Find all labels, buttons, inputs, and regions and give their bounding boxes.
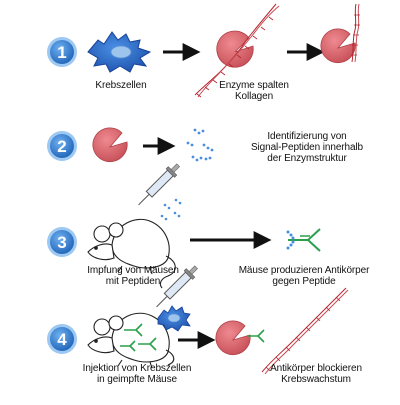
step-number-4: 4 — [57, 330, 67, 349]
caption-cancer-cells: Krebszellen — [95, 80, 147, 91]
peptide-fragments-icon — [186, 128, 214, 162]
cancer-cell-small-icon — [157, 305, 191, 332]
step-number-1: 1 — [57, 43, 66, 62]
enzyme-blocked-icon — [215, 320, 265, 356]
step-number-3: 3 — [57, 233, 66, 252]
antibody-with-peptide-icon — [286, 228, 321, 252]
intact-collagen-icon — [261, 287, 349, 375]
step-badge-4: 4 — [47, 324, 77, 354]
enzyme-with-collagen-icon — [194, 3, 280, 98]
cancer-cell-icon — [87, 31, 152, 73]
peptide-dots-vaccine — [160, 198, 182, 221]
caption-antibodies-produced: Mäuse produzieren Antikörper gegen Pepti… — [238, 265, 370, 287]
step-badge-3: 3 — [47, 227, 77, 257]
mouse-icon-3 — [87, 218, 176, 289]
caption-antibodies-block: Antikörper blockieren Krebswachstum — [270, 363, 362, 385]
syringe-icon-4 — [156, 265, 198, 308]
syringe-icon-3 — [138, 163, 180, 206]
step-number-2: 2 — [57, 137, 66, 156]
step-badge-2: 2 — [47, 131, 77, 161]
enzyme-icon-1 — [320, 28, 356, 64]
caption-vaccination: Impfung von Mäusen mit Peptiden — [87, 265, 179, 287]
cleaved-collagen-icon — [351, 3, 360, 63]
caption-injection: Injektion von Krebszellen in geimpfte Mä… — [82, 363, 192, 385]
enzyme-icon-2 — [92, 127, 128, 163]
step-badge-1: 1 — [47, 37, 77, 67]
caption-enzymes-cleave-collagen: Enzyme spalten Kollagen — [219, 80, 289, 102]
caption-identification: Identifizierung von Signal-Peptiden inne… — [250, 131, 364, 164]
antibodies-in-mouse — [120, 323, 157, 352]
